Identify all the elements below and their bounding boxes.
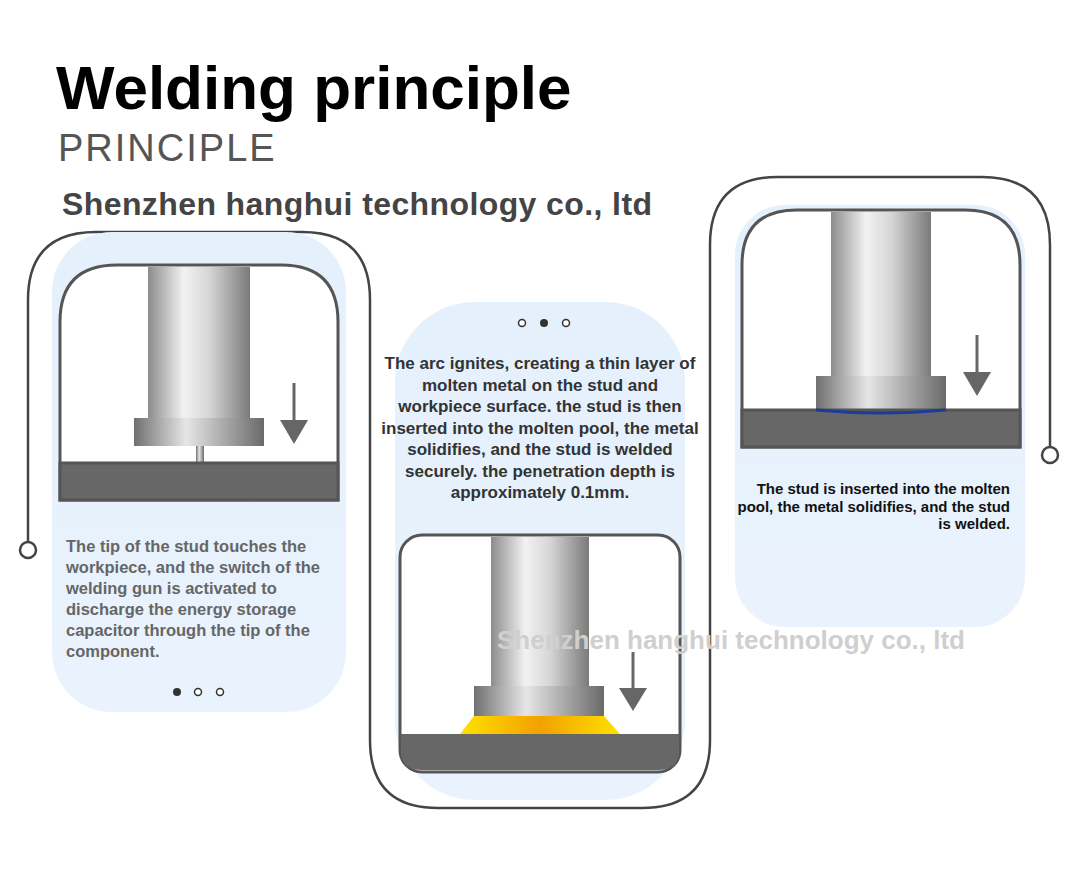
dot — [563, 320, 570, 327]
arrow-head — [963, 372, 991, 396]
dot — [217, 689, 224, 696]
stud-tip — [196, 446, 204, 463]
watermark: Shenzhen hanghui technology co., ltd — [497, 624, 965, 656]
illustration-frame — [742, 210, 1020, 447]
dot — [540, 319, 548, 327]
step-panel: The tip of the stud touches the workpiec… — [52, 232, 346, 712]
stud-flange — [134, 418, 264, 446]
illustration-frame — [60, 265, 338, 500]
stud-shaft — [831, 212, 931, 376]
outline-end — [1042, 447, 1058, 463]
workpiece — [742, 410, 1020, 447]
step-text: The stud is inserted into the molten poo… — [735, 480, 1010, 533]
page-title: Welding principle — [56, 52, 572, 124]
stud-shaft — [491, 537, 589, 686]
subtitle: PRINCIPLE — [58, 126, 277, 170]
arrow-head — [280, 420, 308, 444]
panel-bg — [735, 205, 1025, 627]
outline-end — [20, 542, 36, 558]
workpiece — [60, 463, 338, 500]
stud-flange — [474, 686, 604, 716]
dot — [173, 688, 181, 696]
weld-line — [816, 410, 946, 413]
stud-shaft — [148, 267, 250, 418]
step-panel: The arc ignites, creating a thin layer o… — [395, 302, 685, 800]
step-text: The arc ignites, creating a thin layer o… — [381, 353, 699, 504]
workpiece — [401, 734, 679, 770]
panel-bg — [52, 232, 346, 712]
molten-metal — [460, 716, 620, 734]
arrow — [632, 652, 635, 692]
arrow-head — [619, 688, 647, 711]
step-text: The tip of the stud touches the workpiec… — [66, 536, 342, 662]
arrow — [976, 335, 979, 376]
stud-flange — [816, 376, 946, 410]
arrow — [293, 383, 296, 425]
frame-outline — [28, 177, 1050, 808]
step-panel: The stud is inserted into the molten poo… — [735, 205, 1025, 627]
company-name: Shenzhen hanghui technology co., ltd — [62, 184, 652, 224]
dot — [519, 320, 526, 327]
dot — [195, 689, 202, 696]
